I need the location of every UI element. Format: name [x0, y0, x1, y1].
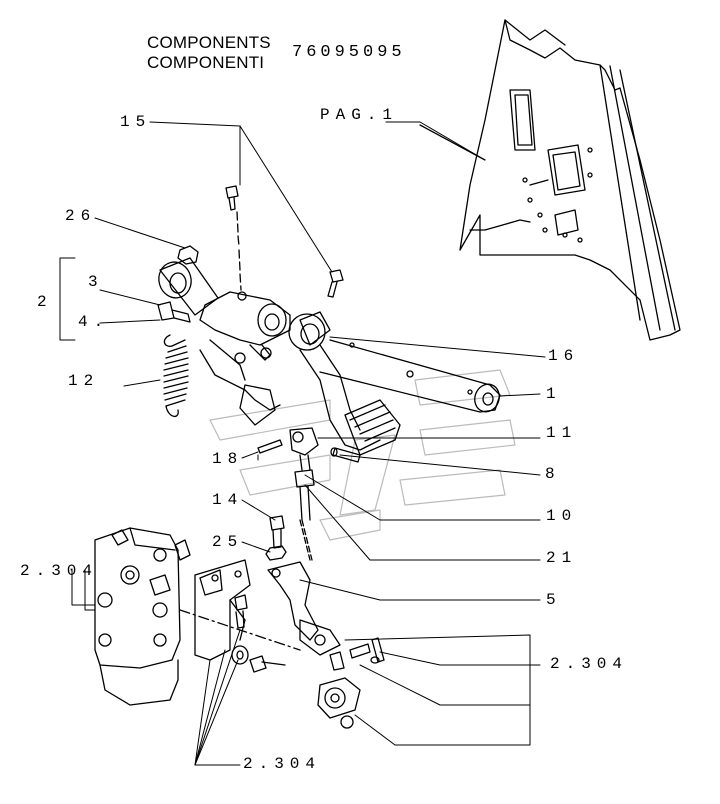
lever-5: [267, 561, 341, 656]
nut-26: [177, 245, 199, 265]
part-number: 76095095: [292, 43, 406, 62]
callout-14: 14: [212, 491, 244, 509]
callout-1: 1: [546, 385, 562, 403]
title-line2: COMPONENTI: [147, 53, 265, 72]
callout-21: 21: [546, 549, 578, 567]
callout-25: 25: [212, 533, 244, 551]
spring-12: [163, 334, 189, 417]
clevis-assembly: [289, 427, 319, 561]
callout-2304-right: 2.304: [550, 655, 629, 673]
mounting-bracket: [179, 559, 301, 661]
callout-18: 18: [212, 450, 244, 468]
pedal-bracket: [199, 291, 401, 456]
valve-body: [94, 527, 191, 706]
bolt-15b: [327, 269, 344, 298]
leader-lines: [59, 121, 546, 766]
callout-15: 15: [120, 113, 152, 131]
background-watermark: [209, 369, 516, 541]
callout-2304-bottom: 2.304: [243, 755, 322, 773]
bolt-14: [269, 515, 285, 549]
title-line1: COMPONENTS: [147, 33, 271, 52]
pin-8: [330, 447, 361, 463]
bolt-15a: [225, 185, 242, 291]
frame-panel: [419, 19, 681, 341]
callout-8: 8: [545, 465, 561, 483]
callout-12: 12: [68, 372, 100, 390]
callout-2: 2: [37, 293, 53, 311]
bolt-3-4: [157, 301, 191, 323]
callout-16: 16: [548, 347, 580, 365]
pedal-shaft: [319, 339, 501, 413]
bushing-left: [158, 257, 219, 316]
washer-bolt: [231, 645, 286, 673]
callout-5: 5: [546, 591, 562, 609]
callout-11: 11: [546, 424, 578, 442]
callout-4: 4.: [78, 313, 110, 331]
pin-18: [257, 439, 283, 454]
nut-25: [265, 545, 287, 561]
callout-10: 10: [546, 507, 578, 525]
callout-2304-left: 2.304: [20, 562, 99, 580]
callout-26: 26: [65, 207, 97, 225]
callout-3: 3: [88, 273, 104, 291]
callout-pag1: PAG.1: [320, 106, 399, 124]
